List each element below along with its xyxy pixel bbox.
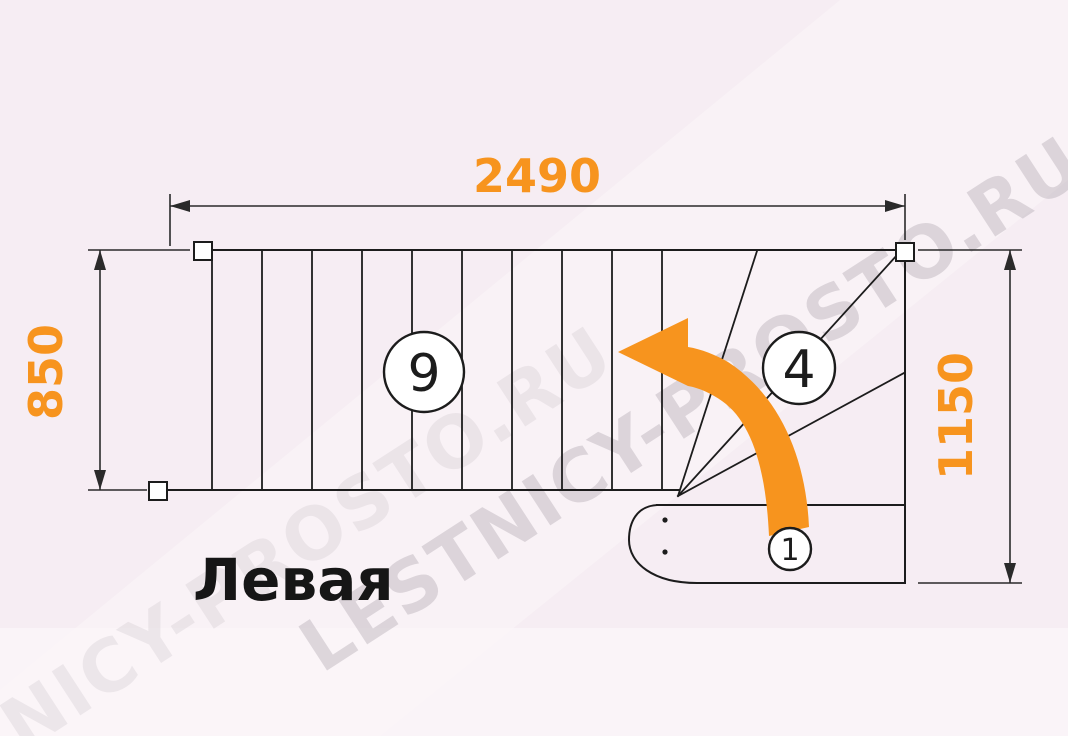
- dimension-turn-depth: 1150: [918, 249, 1022, 584]
- newel-post-bottom-left: [148, 481, 168, 501]
- straight-flight-count-label: 9: [407, 344, 440, 404]
- newel-post-top-left: [193, 241, 213, 261]
- winder-count-circle: [761, 330, 837, 406]
- dimension-total-length: 2490: [169, 149, 906, 246]
- arrowhead-bottom: [1004, 563, 1016, 583]
- arrowhead-top: [94, 250, 106, 270]
- dimension-total-length-value: 2490: [473, 149, 601, 203]
- newel-post-top-right: [895, 242, 915, 262]
- dimension-flight-width: 850: [19, 249, 190, 491]
- winder-count-label: 4: [782, 340, 815, 400]
- stair-outline: [148, 241, 915, 584]
- turn-direction-arrow: [618, 318, 809, 536]
- winder-riser-line: [676, 371, 906, 498]
- arrowhead-bottom: [94, 470, 106, 490]
- variant-label: Левая: [193, 546, 394, 614]
- first-step-label: 1: [780, 533, 799, 568]
- post-marker-dot: [662, 549, 668, 555]
- first-step-circle: [767, 526, 813, 572]
- first-step-curved-edge: [627, 503, 906, 584]
- arrowhead-left: [170, 200, 190, 212]
- arrowhead-right: [885, 200, 905, 212]
- step-count-badges: 9 4 1: [382, 330, 837, 572]
- dimension-flight-width-value: 850: [19, 324, 73, 420]
- newel-posts: [148, 241, 915, 501]
- straight-flight-count-circle: [382, 330, 466, 414]
- post-marker-dot: [662, 517, 668, 523]
- background-bottom-strip: [0, 628, 1068, 736]
- dimension-turn-depth-value: 1150: [929, 352, 983, 480]
- arrowhead-top: [1004, 250, 1016, 270]
